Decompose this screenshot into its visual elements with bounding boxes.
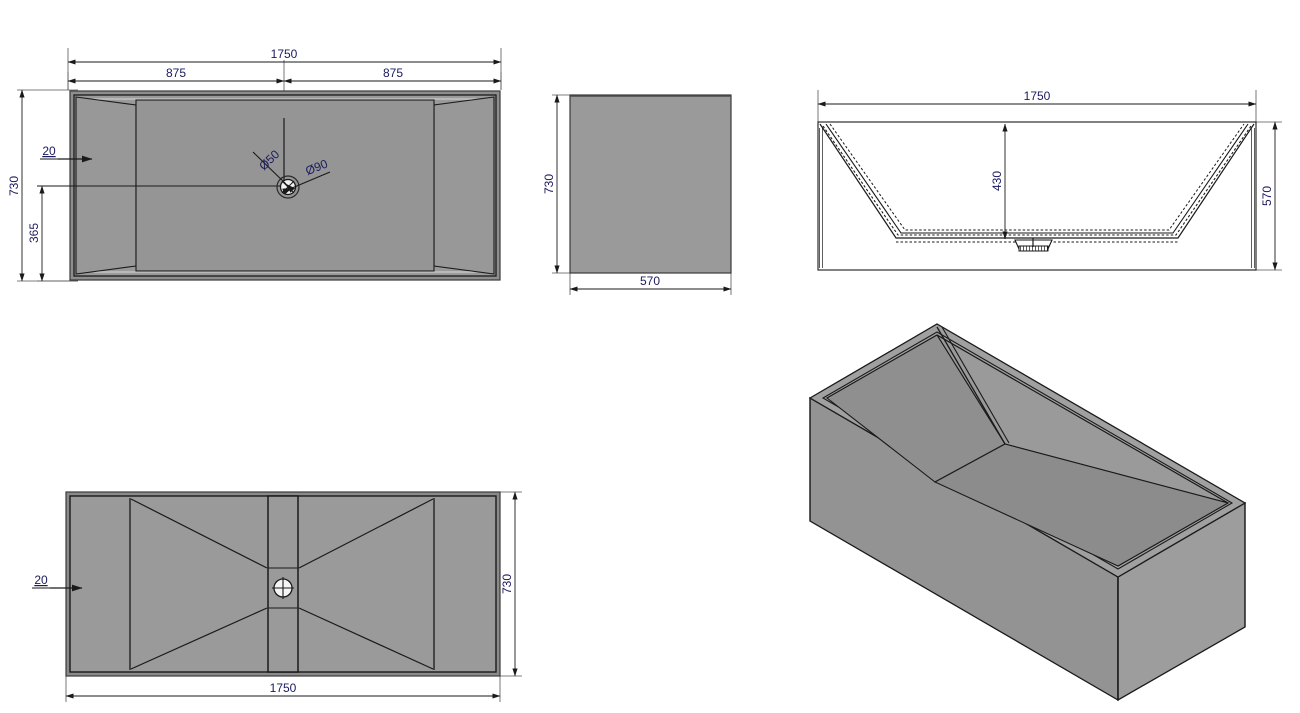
top-dim-20-label: 20 xyxy=(42,144,56,158)
section-cut-wall-left xyxy=(819,128,824,268)
top-dim-half-left: 875 xyxy=(67,66,285,84)
iso-corner-seam-a xyxy=(936,326,1006,445)
section-dim-height: 570 xyxy=(1260,121,1278,271)
top-dim-1750-label: 1750 xyxy=(271,47,298,61)
top-dim-875-right-label: 875 xyxy=(383,66,403,80)
top-dim-overall-length: 1750 xyxy=(67,47,502,65)
top-dim-730-label: 730 xyxy=(7,176,21,196)
bottom-brace-right xyxy=(298,498,434,670)
section-dim-430-label: 430 xyxy=(990,171,1004,191)
end-body-rect xyxy=(569,94,732,274)
top-dim-365-label: 365 xyxy=(27,223,41,243)
top-drain-outer-circle xyxy=(276,175,300,199)
top-dim-half-width: 365 xyxy=(27,185,45,282)
section-dim-1750-label: 1750 xyxy=(1024,89,1051,103)
end-dim-height: 730 xyxy=(542,94,560,274)
section-cut-wall-right xyxy=(1250,128,1255,268)
top-dim-overall-width: 730 xyxy=(7,89,25,282)
section-dim-570-label: 570 xyxy=(1260,186,1274,206)
section-inner-profile xyxy=(819,123,1255,239)
top-end-slope-right xyxy=(433,96,495,275)
view-end-elevation: 730 570 xyxy=(542,94,732,295)
view-top-plan: 1750 875 875 730 365 xyxy=(7,47,502,282)
view-bottom: 20 730 1750 xyxy=(32,491,522,702)
top-dim-half-right: 875 xyxy=(283,66,502,84)
top-dim-875-left-label: 875 xyxy=(166,66,186,80)
iso-corner-seam-b xyxy=(941,326,1010,444)
top-leader-wall-thickness: 20 xyxy=(40,144,93,163)
bottom-dim-730-label: 730 xyxy=(500,574,514,594)
bottom-brace-left xyxy=(130,498,268,670)
bottom-dim-length: 1750 xyxy=(65,681,501,699)
bottom-dim-20-label: 20 xyxy=(34,573,48,587)
view-isometric xyxy=(808,323,1247,702)
view-longitudinal-section: 1750 430 570 xyxy=(817,89,1282,271)
bottom-dim-1750-label: 1750 xyxy=(270,681,297,695)
section-hidden-profile-a xyxy=(822,125,1252,236)
end-dim-730-label: 730 xyxy=(542,174,556,194)
end-dim-570-label: 570 xyxy=(640,274,660,288)
bottom-dim-width: 730 xyxy=(500,491,518,677)
end-dim-width: 570 xyxy=(569,274,732,292)
bottom-leader-wall-thickness: 20 xyxy=(32,573,83,592)
section-outer-outline xyxy=(817,121,1257,271)
section-waste-fitting xyxy=(1014,238,1053,252)
section-dim-depth: 430 xyxy=(990,123,1008,240)
section-dim-length: 1750 xyxy=(817,89,1257,107)
section-hidden-profile-b xyxy=(829,123,1245,231)
iso-basin-floor xyxy=(933,443,1230,567)
section-inner-profile-offset xyxy=(825,123,1249,234)
